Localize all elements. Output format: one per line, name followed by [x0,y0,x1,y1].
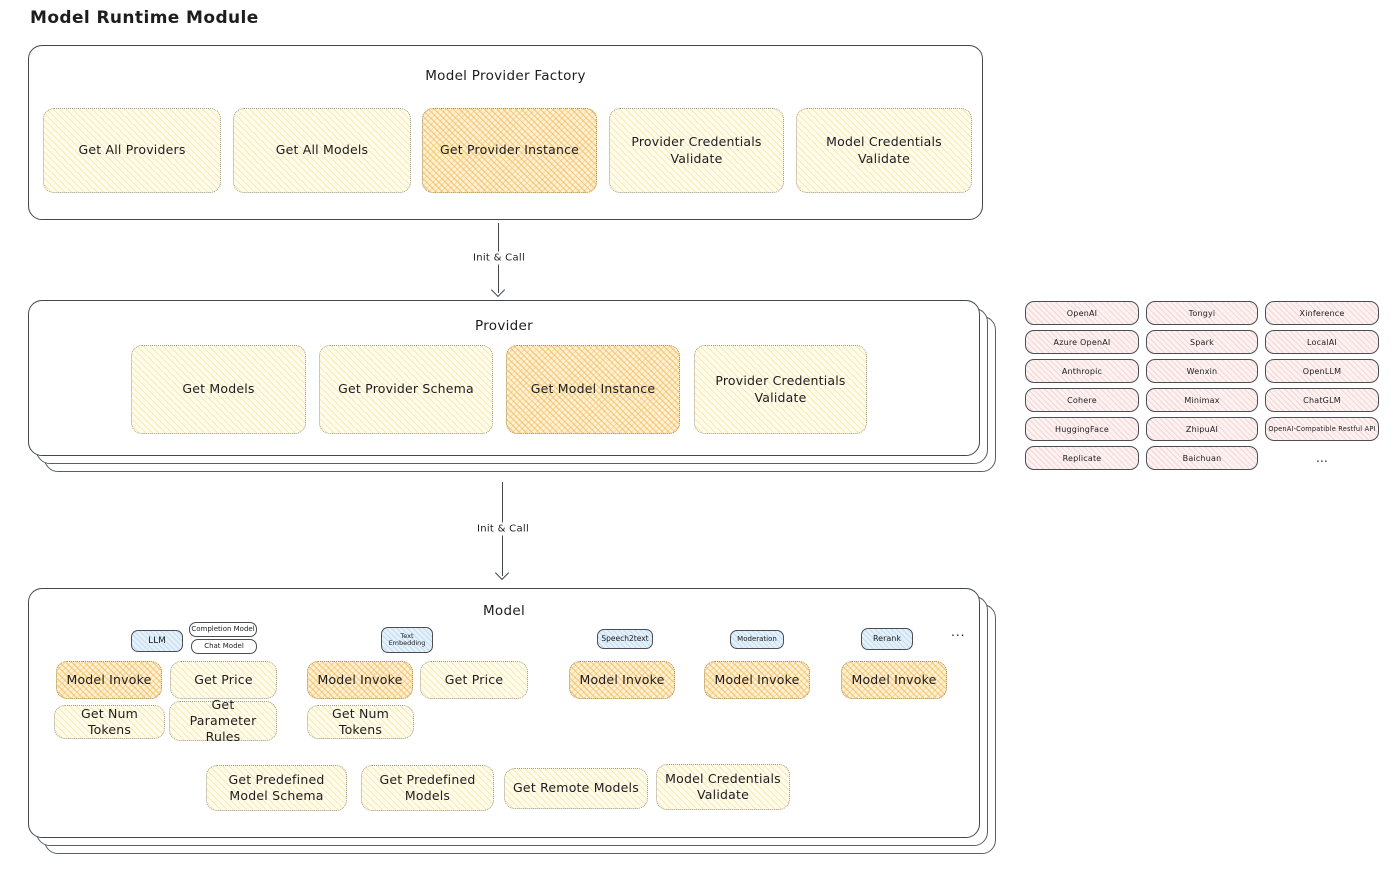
node-get-num-tokens-embedding: Get Num Tokens [307,705,414,739]
node-provider-credentials-validate-provider: Provider Credentials Validate [694,345,867,434]
node-get-provider-instance: Get Provider Instance [422,108,597,193]
arrowhead-down-icon [495,565,510,581]
init-call-arrow-top: Init & Call [468,223,530,298]
node-get-model-instance: Get Model Instance [506,345,680,434]
factory-title: Model Provider Factory [425,68,586,84]
node-model-invoke-embedding: Model Invoke [307,661,413,699]
provider-chip-grid: OpenAI Tongyi Xinference Azure OpenAI Sp… [1025,301,1379,470]
provider-chip-chatglm: ChatGLM [1265,388,1379,412]
node-get-predefined-model-schema: Get Predefined Model Schema [206,765,347,811]
provider-chip-tongyi: Tongyi [1146,301,1258,325]
provider-chip-ellipsis: ... [1315,451,1329,465]
provider-chip-zhipuai: ZhipuAI [1146,417,1258,441]
provider-chip-xinference: Xinference [1265,301,1379,325]
tag-chat-model: Chat Model [191,639,257,654]
provider-chip-openllm: OpenLLM [1265,359,1379,383]
provider-chip-cohere: Cohere [1025,388,1139,412]
node-get-provider-schema: Get Provider Schema [319,345,493,434]
provider-section: Provider Get Models Get Provider Schema … [28,300,980,456]
node-model-invoke-llm: Model Invoke [56,661,162,699]
provider-chip-localai: LocalAI [1265,330,1379,354]
provider-chip-wenxin: Wenxin [1146,359,1258,383]
node-get-price-embedding: Get Price [420,661,528,699]
node-get-num-tokens-llm: Get Num Tokens [54,705,165,739]
provider-chip-azure-openai: Azure OpenAI [1025,330,1139,354]
provider-chip-minimax: Minimax [1146,388,1258,412]
node-get-all-providers: Get All Providers [43,108,221,193]
provider-chip-huggingface: HuggingFace [1025,417,1139,441]
node-get-predefined-models: Get Predefined Models [361,765,494,811]
provider-chip-openai-compatible: OpenAI-Compatible Restful API [1265,417,1379,441]
node-get-all-models: Get All Models [233,108,411,193]
provider-chip-spark: Spark [1146,330,1258,354]
tag-text-embedding: Text Embedding [381,627,433,653]
model-section: Model LLM Completion Model Chat Model Te… [28,588,980,838]
node-get-models: Get Models [131,345,306,434]
arrow-label: Init & Call [472,522,534,536]
node-model-credentials-validate-factory: Model Credentials Validate [796,108,972,193]
provider-chip-replicate: Replicate [1025,446,1139,470]
model-title: Model [482,603,526,619]
arrow-label: Init & Call [468,251,530,265]
node-model-invoke-moderation: Model Invoke [704,661,810,699]
init-call-arrow-bottom: Init & Call [472,482,534,581]
provider-title: Provider [475,318,533,334]
tag-llm: LLM [131,630,183,652]
node-get-remote-models: Get Remote Models [504,768,648,809]
tag-speech2text: Speech2text [597,629,653,649]
provider-chip-baichuan: Baichuan [1146,446,1258,470]
node-provider-credentials-validate-factory: Provider Credentials Validate [609,108,784,193]
provider-chip-anthropic: Anthropic [1025,359,1139,383]
page-title: Model Runtime Module [30,8,259,28]
factory-section: Model Provider Factory Get All Providers… [28,45,983,220]
tag-moderation: Moderation [730,630,784,649]
node-model-invoke-rerank: Model Invoke [841,661,947,699]
node-model-invoke-speech2text: Model Invoke [569,661,675,699]
node-model-credentials-validate-model: Model Credentials Validate [656,764,790,810]
tag-completion-model: Completion Model [189,622,257,637]
node-get-parameter-rules: Get Parameter Rules [169,697,277,744]
arrowhead-down-icon [491,282,506,298]
node-get-price-llm: Get Price [170,661,277,699]
tag-rerank: Rerank [861,628,913,650]
provider-chip-openai: OpenAI [1025,301,1139,325]
tags-ellipsis: ... [951,625,966,639]
